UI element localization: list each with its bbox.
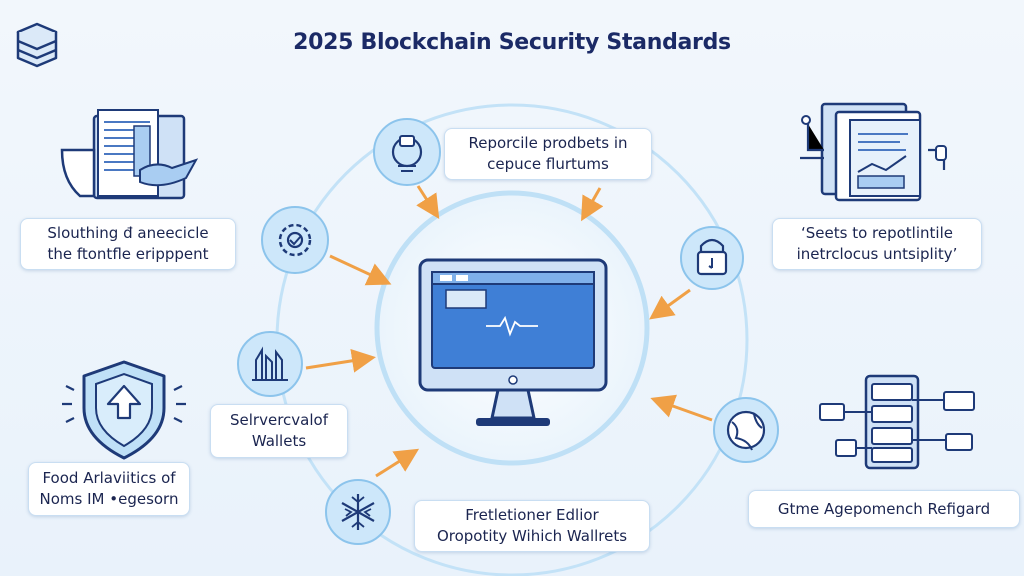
documents-icon bbox=[800, 102, 947, 202]
arrow-lock bbox=[649, 288, 691, 320]
arrow-globe bbox=[650, 394, 713, 422]
layers-logo-icon bbox=[16, 22, 58, 68]
arrow-gear bbox=[329, 254, 392, 286]
label-bottom: Fretletioner Edlior Oropotity Wihich Wal… bbox=[414, 500, 650, 552]
label-right-bottom: Gtme Agepomench Refigard bbox=[748, 490, 1020, 528]
label-left-top: Slouthing đ aneecicle the ftontfle eripp… bbox=[20, 218, 236, 270]
label-left-top-line1: Slouthing đ aneecicle bbox=[47, 224, 209, 242]
gear-icon bbox=[261, 206, 329, 274]
label-top-line2: cepuce flurtums bbox=[487, 155, 609, 173]
lock-icon bbox=[680, 226, 744, 290]
label-left-mid-line1: Selrvercvalof bbox=[230, 411, 328, 429]
lightbulb-icon bbox=[373, 118, 441, 186]
page-title: 2025 Blockchain Security Standards bbox=[293, 30, 731, 55]
monitor-icon bbox=[418, 258, 608, 426]
label-left-top-line2: the ftontfle eripppent bbox=[47, 245, 209, 263]
label-left-bottom-line2: Noms IM •egesorn bbox=[39, 490, 179, 508]
network-devices-icon bbox=[819, 374, 975, 470]
label-right-top-line1: ‘Seets to repotlintile bbox=[801, 224, 953, 242]
label-right-top-line2: inetrclocus untsiplity’ bbox=[796, 245, 958, 263]
arrow-stack bbox=[305, 348, 376, 373]
label-left-mid: Selrvercvalof Wallets bbox=[210, 404, 348, 458]
label-bottom-line1: Fretletioner Edlior bbox=[465, 506, 599, 524]
label-top: Reporcile prodbets in cepuce flurtums bbox=[444, 128, 652, 180]
label-top-line1: Reporcile prodbets in bbox=[468, 134, 628, 152]
arrow-top-label bbox=[581, 187, 604, 222]
label-left-bottom-line1: Food Arlaviitics of bbox=[42, 469, 176, 487]
laptop-document-icon bbox=[60, 109, 199, 200]
label-bottom-line2: Oropotity Wihich Wallrets bbox=[436, 527, 628, 545]
arrow-snowflake bbox=[375, 448, 420, 478]
globe-icon bbox=[713, 397, 779, 463]
label-right-bottom-line1: Gtme Agepomench Refigard bbox=[777, 499, 991, 518]
snowflake-icon bbox=[325, 479, 391, 545]
label-left-bottom: Food Arlaviitics of Noms IM •egesorn bbox=[28, 462, 190, 516]
shield-icon bbox=[62, 360, 186, 460]
stack-icon bbox=[237, 331, 303, 397]
arrow-lightbulb bbox=[416, 185, 440, 220]
label-left-mid-line2: Wallets bbox=[251, 432, 307, 450]
label-right-top: ‘Seets to repotlintile inetrclocus untsi… bbox=[772, 218, 982, 270]
